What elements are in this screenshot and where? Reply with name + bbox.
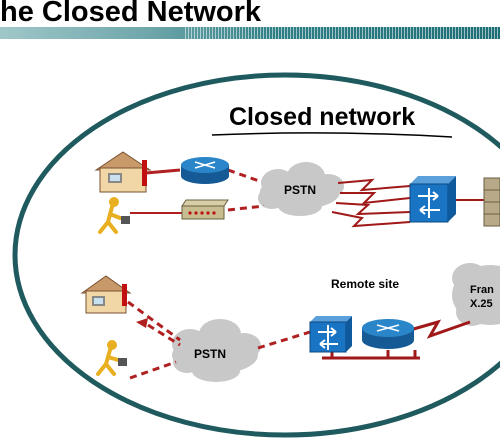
frame-relay-label-line1: Fran (470, 284, 494, 296)
mobile-user-icon (98, 197, 130, 234)
link-home-to-router (145, 168, 181, 175)
modem-icon (181, 199, 229, 220)
slide-title: he Closed Network (0, 0, 262, 28)
access-switch-icon (409, 176, 456, 223)
link-modem-to-pstn (227, 204, 265, 212)
remote-site-label: Remote site (331, 277, 400, 291)
mobile-user-2-icon (96, 340, 127, 376)
heading-underline (211, 132, 453, 138)
remote-router-icon (362, 319, 414, 349)
title-bar-pattern (185, 27, 500, 39)
link-router-to-pstn (227, 168, 263, 184)
link-home2-to-pstn (127, 300, 181, 342)
pstn-bottom-label: PSTN (194, 347, 227, 361)
home-office-icon (94, 151, 152, 193)
pstn-top-cloud (258, 162, 344, 216)
home-office-2-icon (80, 275, 132, 314)
pstn-bottom-cloud (172, 319, 261, 382)
server-rack-icon (483, 177, 500, 227)
link-pstn-to-remote-switch (257, 330, 311, 350)
arrowhead-icon (136, 318, 148, 328)
remote-wan-link (409, 319, 471, 339)
remote-switch-icon (309, 316, 352, 353)
frame-relay-label: Fran X.25 (470, 283, 494, 311)
pstn-top-label: PSTN (284, 183, 317, 197)
link-arrow-to-pstn (147, 323, 181, 347)
pstn-to-switch-links (331, 178, 411, 228)
link-mobile2-to-pstn (129, 360, 177, 380)
frame-relay-label-line2: X.25 (470, 298, 493, 310)
router-icon (181, 157, 229, 184)
closed-network-boundary (12, 72, 500, 438)
closed-network-label: Closed network (229, 103, 416, 131)
frame-relay-cloud (452, 263, 500, 326)
